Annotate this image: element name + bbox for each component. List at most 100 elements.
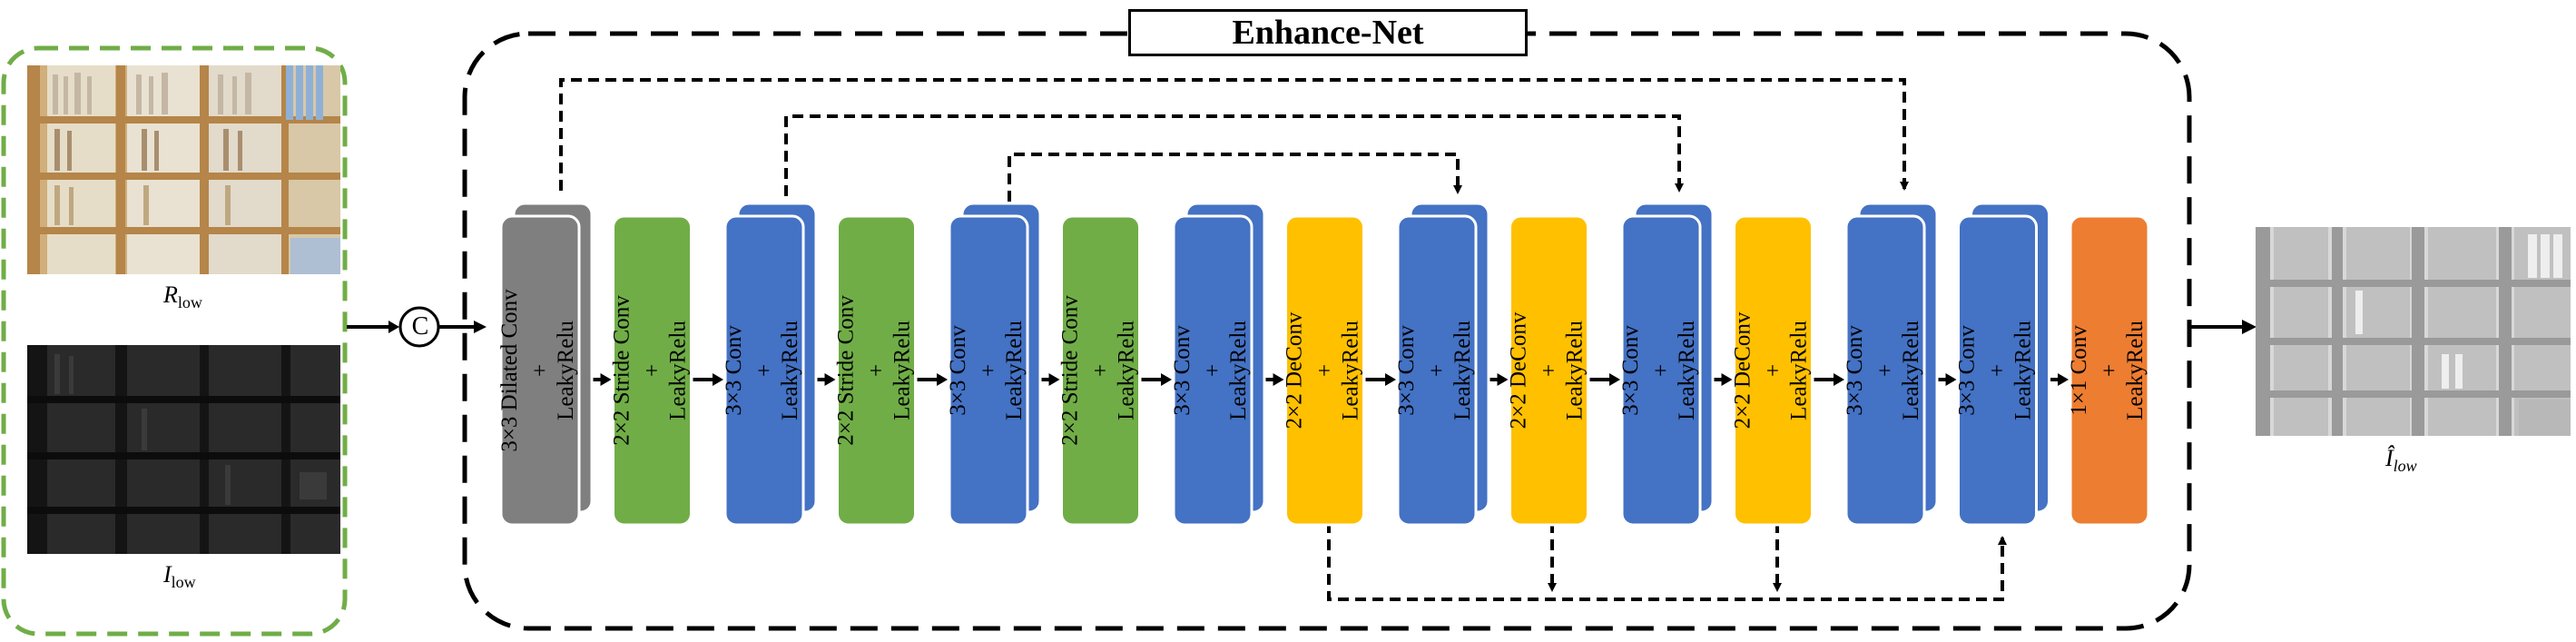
network-title: Enhance-Net bbox=[1128, 9, 1528, 56]
output-arrow bbox=[2188, 320, 2256, 334]
illumination-label: Ilow bbox=[163, 561, 196, 592]
layer-label: 3×3 Conv +LeakyRelu bbox=[722, 321, 802, 420]
forward-arrowhead bbox=[1945, 373, 1957, 386]
layer-front-plate bbox=[1172, 214, 1254, 527]
forward-arrowhead bbox=[1609, 373, 1620, 386]
layer-label-line: 3×3 Dilated Conv bbox=[497, 289, 522, 452]
layer-label-line: + bbox=[1873, 364, 1898, 377]
layer-label-line: + bbox=[752, 364, 777, 377]
layer-label-line: + bbox=[865, 364, 890, 377]
layer-front-plate bbox=[948, 214, 1029, 527]
layer-label-line: 1×1 Conv bbox=[2067, 325, 2091, 416]
layer-label-line: 3×3 Conv bbox=[1955, 325, 1980, 416]
input-group-frame bbox=[1, 45, 348, 637]
layer-label-line: 3×3 Conv bbox=[946, 325, 970, 416]
layer-block-l15: 1×1 Conv +LeakyRelu bbox=[2067, 214, 2150, 527]
layer-label-line: LeakyRelu bbox=[1787, 321, 1812, 420]
layer-label: 2×2 Stride Conv+LeakyRelu bbox=[834, 295, 915, 446]
forward-arrowhead bbox=[1721, 373, 1733, 386]
layer-block-l14: 3×3 Conv +LeakyRelu bbox=[1955, 202, 2050, 527]
skip-connection-2 bbox=[784, 114, 1684, 196]
layer-label: 3×3 Conv+LeakyRelu bbox=[946, 321, 1027, 420]
forward-arrowhead bbox=[1385, 373, 1396, 386]
layer-label: 3×3 Conv +LeakyRelu bbox=[1394, 321, 1475, 420]
layer-label-line: LeakyRelu bbox=[1002, 321, 1027, 420]
layer-label-line: + bbox=[1313, 364, 1338, 377]
layer-label-line: 3×3 Conv bbox=[1843, 325, 1867, 416]
layer-block-l4: 2×2 Stride Conv+LeakyRelu bbox=[834, 214, 917, 527]
layer-front-plate bbox=[723, 214, 805, 527]
layer-front-plate bbox=[1620, 214, 1702, 527]
layer-label-line: + bbox=[1201, 364, 1225, 377]
layer-front-plate bbox=[499, 214, 581, 527]
layer-block-l13: 3×3 Conv +LeakyRelu bbox=[1843, 202, 1939, 527]
layer-label-line: 2×2 Stride Conv bbox=[610, 295, 634, 446]
layer-label-line: LeakyRelu bbox=[1339, 321, 1363, 420]
forward-arrowhead bbox=[600, 373, 612, 386]
layer-label-line: + bbox=[1425, 364, 1450, 377]
layer-block-l11: 3×3 Conv+LeakyRelu bbox=[1618, 202, 1715, 527]
layer-label-line: + bbox=[1986, 364, 2011, 377]
layer-label-line: 3×3 Conv bbox=[1170, 325, 1195, 416]
reflectance-label: Rlow bbox=[163, 281, 202, 312]
layer-label-line: LeakyRelu bbox=[1226, 321, 1251, 420]
layer-label: 1×1 Conv +LeakyRelu bbox=[2067, 321, 2148, 420]
layer-block-l12: 2×2 DeConv +LeakyRelu bbox=[1731, 214, 1814, 527]
layer-front-plate bbox=[2069, 214, 2150, 527]
illumination-label-main: I bbox=[163, 561, 172, 588]
layer-block-l2: 2×2 Stride Conv+LeakyRelu bbox=[610, 214, 693, 527]
layer-label-line: + bbox=[1089, 364, 1114, 377]
layer-label-line: LeakyRelu bbox=[1899, 321, 1923, 420]
layer-label-line: LeakyRelu bbox=[778, 321, 802, 420]
layer-label-line: + bbox=[1538, 364, 1562, 377]
layer-label-line: + bbox=[2098, 364, 2122, 377]
layer-label-line: LeakyRelu bbox=[1563, 321, 1588, 420]
illumination-image bbox=[27, 345, 340, 554]
layer-label: 2×2 DeConv+LeakyRelu bbox=[1283, 311, 1363, 429]
layer-block-l7: 3×3 Conv +LeakyRelu bbox=[1170, 202, 1266, 527]
layer-label: 3×3 Dilated Conv +LeakyRelu bbox=[497, 289, 578, 452]
layer-label-line: 3×3 Conv bbox=[1394, 325, 1419, 416]
layer-label: 2×2 DeConv +LeakyRelu bbox=[1731, 311, 1812, 429]
layer-label: 3×3 Conv +LeakyRelu bbox=[1843, 321, 1923, 420]
reflectance-label-sub: low bbox=[177, 293, 202, 312]
forward-arrowhead bbox=[2058, 373, 2069, 386]
layer-front-plate bbox=[1060, 214, 1141, 527]
layer-label-line: LeakyRelu bbox=[554, 321, 578, 420]
layer-label-line: LeakyRelu bbox=[890, 321, 915, 420]
skip-connection-1 bbox=[559, 78, 1909, 191]
layer-label-line: 2×2 DeConv bbox=[1507, 311, 1531, 429]
layer-label: 2×2 Stride Conv +LeakyRelu bbox=[1058, 295, 1139, 446]
layer-label: 3×3 Conv +LeakyRelu bbox=[1955, 321, 2036, 420]
layer-block-l1: 3×3 Dilated Conv +LeakyRelu bbox=[497, 202, 594, 527]
illumination-label-sub: low bbox=[171, 573, 196, 592]
layer-label: 3×3 Conv+LeakyRelu bbox=[1618, 321, 1699, 420]
concat-connector bbox=[347, 306, 487, 348]
layer-label-line: LeakyRelu bbox=[1450, 321, 1475, 420]
layer-label-line: 2×2 Stride Conv bbox=[1058, 295, 1083, 446]
layer-label-line: LeakyRelu bbox=[1115, 321, 1139, 420]
layer-label-line: LeakyRelu bbox=[2123, 321, 2148, 420]
layer-front-plate bbox=[1396, 214, 1478, 527]
forward-arrowhead bbox=[824, 373, 836, 386]
skip-connection-3 bbox=[1008, 153, 1462, 202]
layer-label-line: 2×2 DeConv bbox=[1731, 311, 1755, 429]
output-label-main: Î bbox=[2385, 445, 2394, 471]
layer-block-l3: 3×3 Conv +LeakyRelu bbox=[722, 202, 818, 527]
layer-front-plate bbox=[1957, 214, 2038, 527]
layer-label-line: + bbox=[1762, 364, 1786, 377]
layer-label-line: 3×3 Conv bbox=[722, 325, 746, 416]
forward-arrowhead bbox=[1834, 373, 1844, 386]
layer-label-line: + bbox=[528, 364, 553, 377]
layer-label: 2×2 Stride Conv+LeakyRelu bbox=[610, 295, 691, 446]
reflectance-label-main: R bbox=[163, 281, 178, 308]
layer-block-l6: 2×2 Stride Conv +LeakyRelu bbox=[1058, 214, 1141, 527]
layer-label-line: 3×3 Conv bbox=[1618, 325, 1643, 416]
layer-front-plate bbox=[612, 214, 693, 527]
layer-label-line: LeakyRelu bbox=[2011, 321, 2036, 420]
layer-front-plate bbox=[1284, 214, 1365, 527]
layer-block-l9: 3×3 Conv +LeakyRelu bbox=[1394, 202, 1490, 527]
